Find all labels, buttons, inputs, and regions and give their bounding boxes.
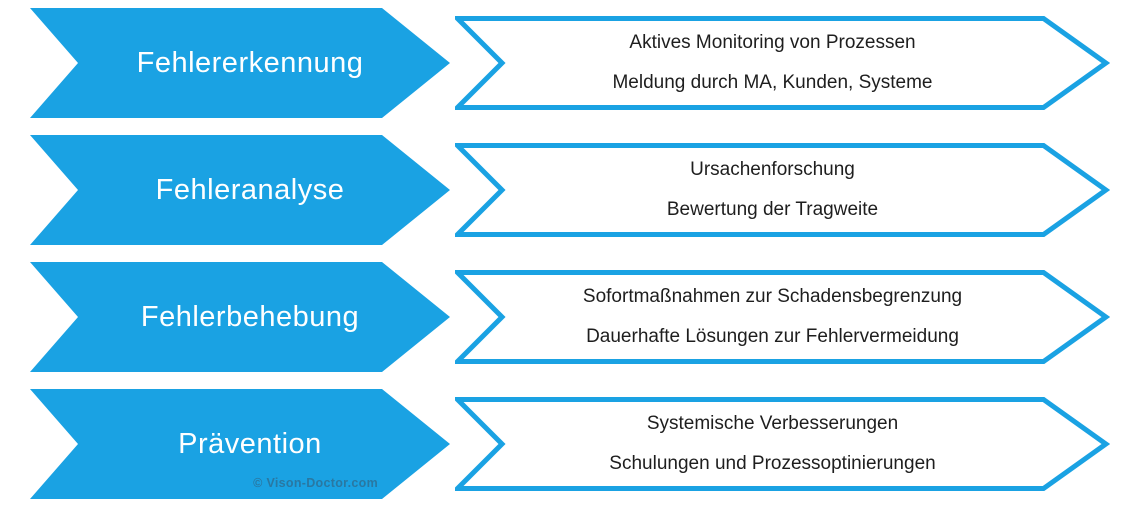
blue-chevron-arrow-icon <box>30 8 450 118</box>
blue-chevron-arrow-icon <box>30 389 450 499</box>
detail-arrow-shape: Aktives Monitoring von Prozessen Meldung… <box>455 16 1110 110</box>
process-row-fehleranalyse: Fehleranalyse Ursachenforschung Bewertun… <box>0 135 1135 245</box>
detail-line: Sofortmaßnahmen zur Schadensbegrenzung <box>582 285 963 307</box>
stage-arrow-shape: Fehleranalyse <box>30 135 450 245</box>
stage-arrow-shape: Prävention © Vison-Doctor.com <box>30 389 450 499</box>
stage-arrow-shape: Fehlererkennung <box>30 8 450 118</box>
detail-line: Bewertung der Tragweite <box>666 198 879 220</box>
stage-label: Fehlererkennung <box>136 46 364 79</box>
detail-text: Systemische Verbesserungen Schulungen un… <box>510 397 1035 491</box>
detail-line: Ursachenforschung <box>690 158 855 180</box>
detail-line: Aktives Monitoring von Prozessen <box>629 31 916 53</box>
outline-chevron-arrow-icon <box>455 270 1110 364</box>
detail-line: Dauerhafte Lösungen zur Fehlervermeidung <box>586 325 959 347</box>
stage-label: Prävention <box>178 427 322 460</box>
outline-chevron-arrow-icon <box>455 16 1110 110</box>
stage-label: Fehleranalyse <box>155 173 345 206</box>
detail-arrow-shape: Systemische Verbesserungen Schulungen un… <box>455 397 1110 491</box>
watermark-text: © Vison-Doctor.com <box>253 476 378 490</box>
blue-chevron-arrow-icon <box>30 262 450 372</box>
process-row-fehlerbehebung: Fehlerbehebung Sofortmaßnahmen zur Schad… <box>0 262 1135 372</box>
detail-line: Meldung durch MA, Kunden, Systeme <box>612 71 933 93</box>
detail-arrow-shape: Ursachenforschung Bewertung der Tragweit… <box>455 143 1110 237</box>
detail-arrow-shape: Sofortmaßnahmen zur Schadensbegrenzung D… <box>455 270 1110 364</box>
detail-line: Systemische Verbesserungen <box>646 412 899 434</box>
detail-text: Ursachenforschung Bewertung der Tragweit… <box>510 143 1035 237</box>
stage-arrow-shape: Fehlerbehebung <box>30 262 450 372</box>
process-row-praevention: Prävention © Vison-Doctor.com Systemisch… <box>0 389 1135 499</box>
detail-text: Sofortmaßnahmen zur Schadensbegrenzung D… <box>510 270 1035 364</box>
blue-chevron-arrow-icon <box>30 135 450 245</box>
detail-text: Aktives Monitoring von Prozessen Meldung… <box>510 16 1035 110</box>
detail-line: Schulungen und Prozessoptinierungen <box>609 452 936 474</box>
outline-chevron-arrow-icon <box>455 143 1110 237</box>
stage-label: Fehlerbehebung <box>140 300 360 333</box>
process-row-fehlererkennung: Fehlererkennung Aktives Monitoring von P… <box>0 8 1135 118</box>
outline-chevron-arrow-icon <box>455 397 1110 491</box>
